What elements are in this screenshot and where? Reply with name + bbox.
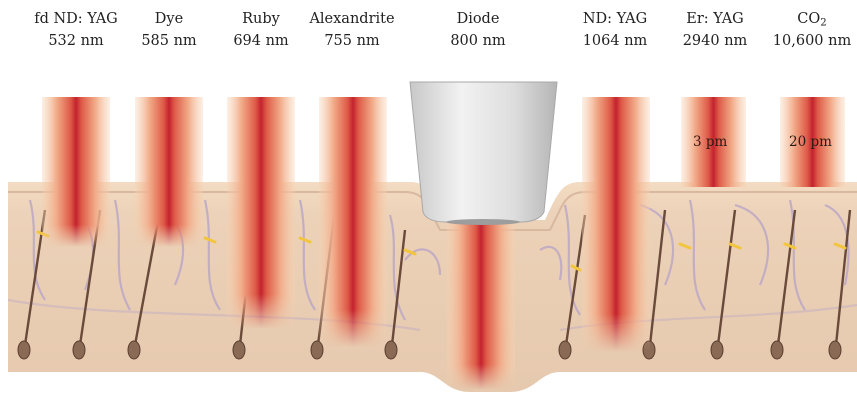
beam-diode [447,218,515,390]
beam-label-er-yag: 3 pm [693,134,727,150]
beam-alexandrite [319,97,387,347]
beam-ruby [227,97,295,329]
beam-dye [135,97,203,247]
beam-label-co2: 20 pm [789,134,832,150]
diode-handpiece-tip [446,219,520,225]
beam-fd-nd-yag [42,97,110,247]
beam-nd-yag [582,97,650,352]
diode-handpiece [410,82,557,222]
